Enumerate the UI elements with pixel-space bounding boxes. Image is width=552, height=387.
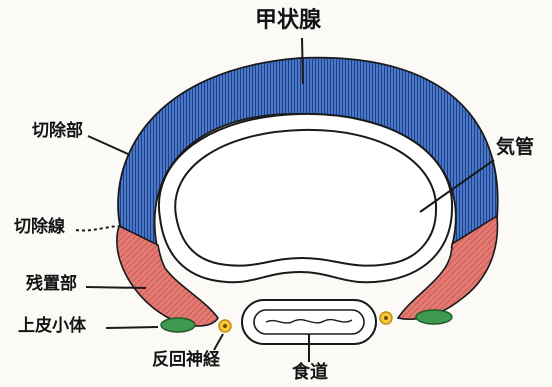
thyroid-label: 甲状腺 [255,10,321,32]
resected-part-label: 切除部 [32,123,83,140]
recurrent-nerve-right-core [384,316,388,320]
resection-line-leader [76,226,118,231]
esophagus-label: 食道 [292,364,328,382]
parathyroid-left [161,318,195,332]
recurrent-nerve-label: 反回神経 [152,352,220,369]
parathyroid-leader [106,327,158,328]
resected-leader [88,136,128,154]
thyroid-leader [302,38,303,84]
recurrent-nerve-left-core [223,324,227,328]
resection-line-label: 切除線 [14,219,65,236]
trachea-lumen [175,130,436,266]
nerve-leader [214,334,223,350]
remnant-part-label: 残置部 [26,276,77,293]
parathyroid-right [416,310,452,324]
parathyroid-label: 上皮小体 [18,318,86,335]
remnant-leader [86,287,146,288]
trachea-label: 気管 [496,138,534,157]
